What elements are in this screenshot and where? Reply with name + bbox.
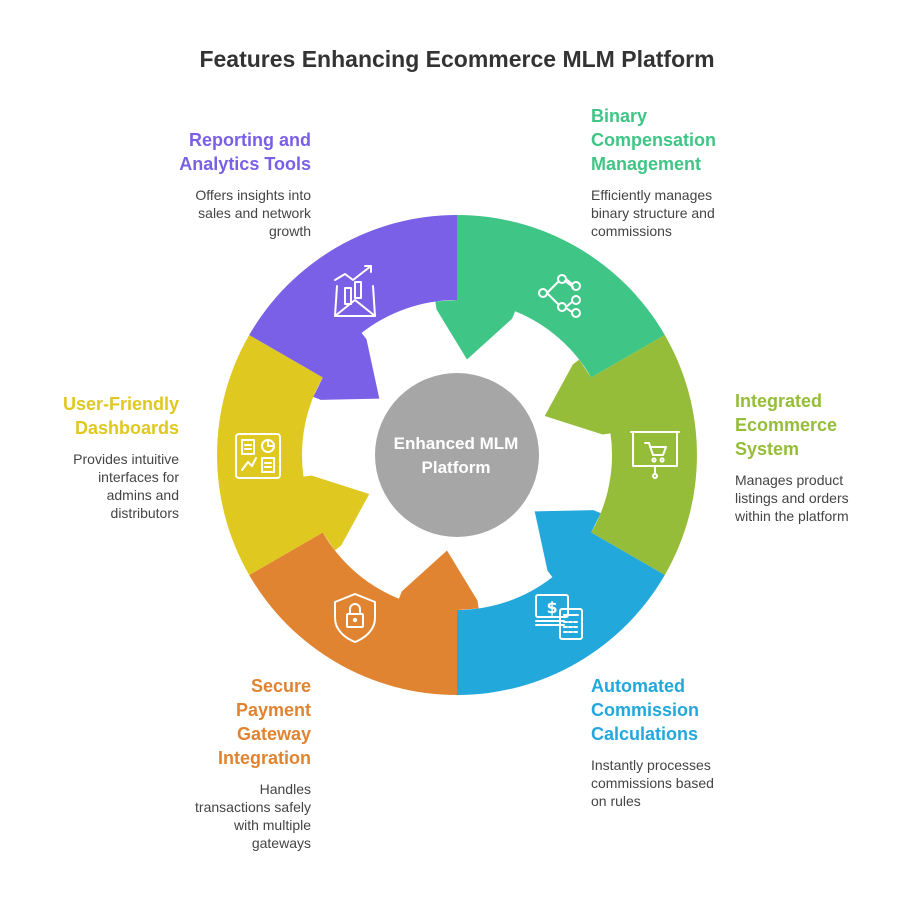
analytics-chart-icon [334,265,376,317]
feature-user-friendly-dashboards: User-Friendly Dashboards Provides intuit… [9,392,179,522]
svg-text:$: $ [546,598,557,617]
money-calculator-icon: $ [535,594,583,640]
feature-description: Manages product listings and orders with… [735,472,849,524]
feature-reporting-analytics: Reporting and Analytics Tools Offers ins… [61,128,311,240]
feature-secure-payment: Secure Payment Gateway Integration Handl… [61,674,311,852]
network-nodes-icon [538,274,581,318]
shield-lock-icon [334,593,376,643]
segment-ecommerce [544,335,697,575]
feature-title: Reporting and Analytics Tools [179,130,311,174]
cart-board-icon [630,431,680,479]
feature-title: Secure Payment Gateway Integration [218,676,311,768]
feature-description: Efficiently manages binary structure and… [591,187,715,239]
feature-title: Binary Compensation Management [591,106,717,174]
feature-title: Automated Commission Calculations [591,676,700,744]
segment-commission [457,510,665,695]
center-circle [375,373,539,537]
feature-description: Instantly processes commissions based on… [591,757,714,809]
feature-title: User-Friendly Dashboards [62,394,179,438]
feature-description: Offers insights into sales and network g… [195,187,311,239]
segment-payment [249,532,479,695]
feature-binary-compensation: Binary Compensation Management Efficient… [591,104,841,240]
dashboard-icon [235,433,281,479]
segment-reporting [249,215,457,400]
feature-automated-commission: Automated Commission Calculations Instan… [591,674,841,810]
page-title: Features Enhancing Ecommerce MLM Platfor… [199,46,715,72]
segment-dashboards [217,335,370,575]
center-label: Enhanced MLM Platform [393,434,519,477]
feature-integrated-ecommerce: Integrated Ecommerce System Manages prod… [735,389,905,525]
feature-description: Handles transactions safely with multipl… [195,781,311,851]
feature-title: Integrated Ecommerce System [735,391,838,459]
feature-description: Provides intuitive interfaces for admins… [73,451,179,521]
